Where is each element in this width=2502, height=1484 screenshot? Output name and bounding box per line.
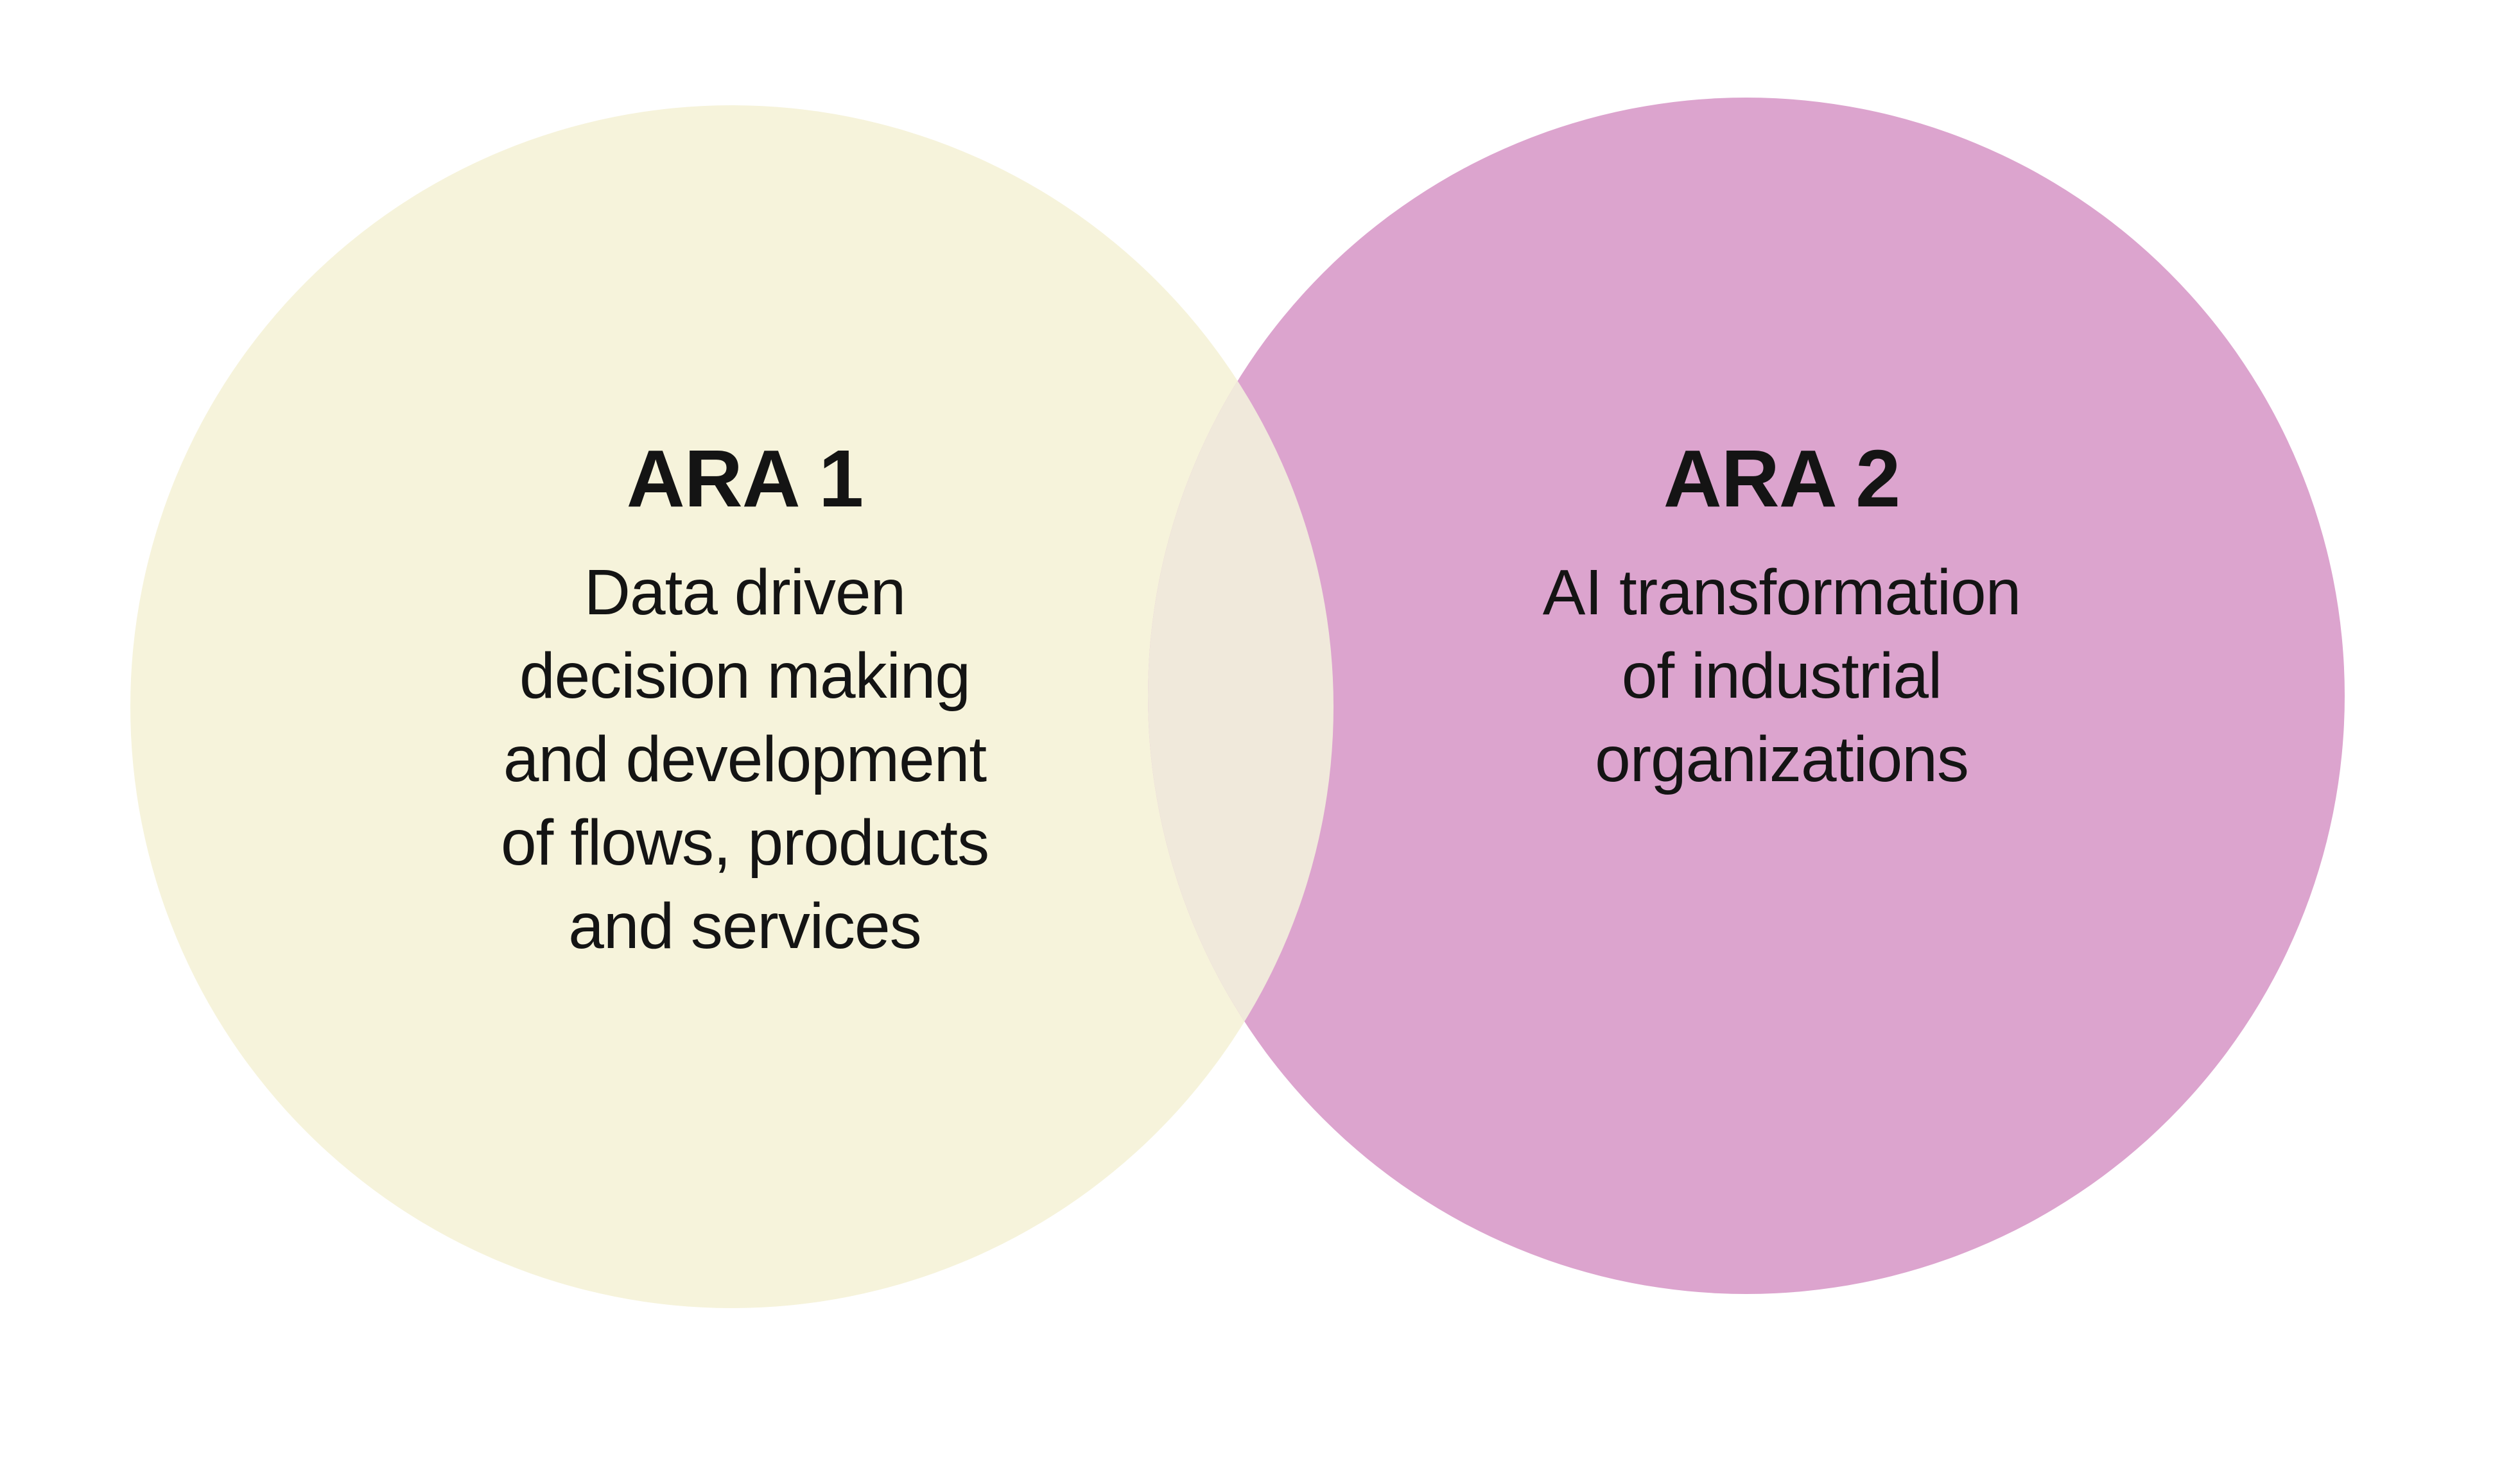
ara1-label-group: ARA 1 Data driven decision making and de… [392,437,1098,968]
ara1-text-line: of flows, products [500,807,989,879]
ara1-text-line: and services [568,890,921,962]
ara2-label-group: ARA 2 AI transformation of industrial or… [1429,437,2135,801]
ara2-text-line: organizations [1595,723,1969,795]
ara2-circle [1148,98,2345,1294]
ara1-text-line: decision making [519,640,971,712]
ara2-text-line: of industrial [1621,640,1942,712]
ara1-text-line: Data driven [584,556,906,628]
ara1-text-line: and development [503,723,987,795]
ara2-text-line: AI transformation [1542,556,2021,628]
ara2-title: ARA 2 [1663,433,1900,524]
ara1-circle [130,105,1334,1308]
ara1-title: ARA 1 [626,433,864,524]
